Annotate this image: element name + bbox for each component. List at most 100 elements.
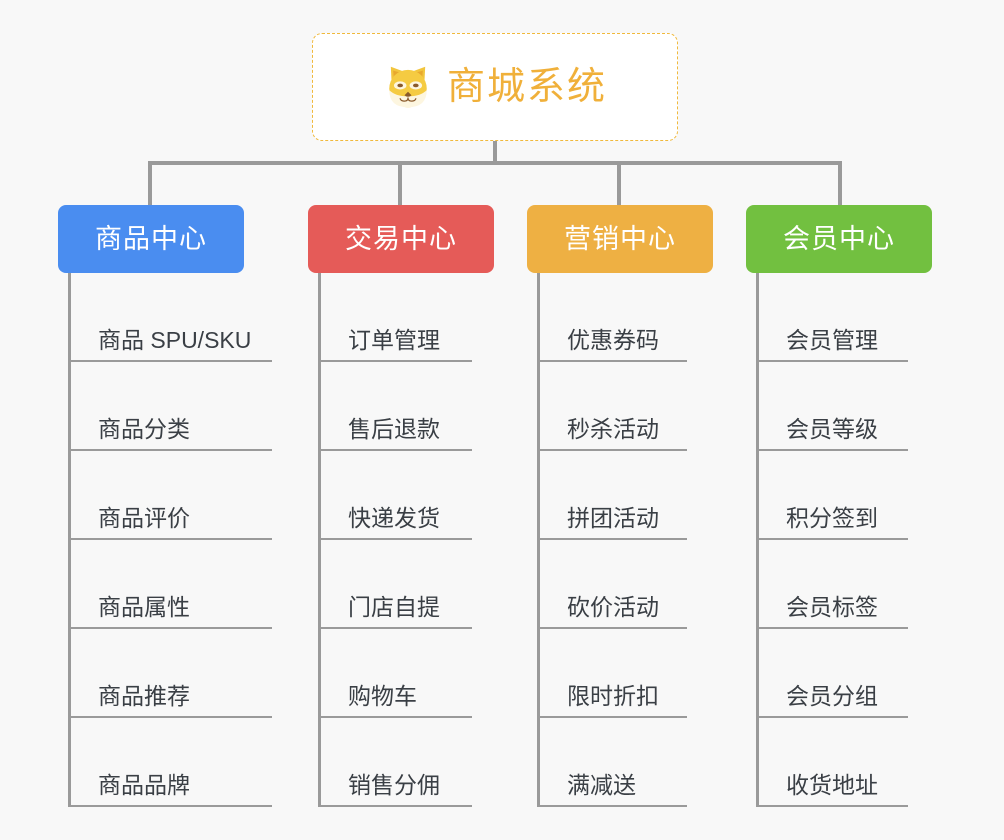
leaf-label[interactable]: 积分签到 [786,505,878,531]
connector-drop-0 [148,161,152,205]
leaf-label[interactable]: 快递发货 [348,505,440,531]
leaf-underline [318,538,472,540]
leaf-underline [68,449,272,451]
leaf-underline [318,627,472,629]
leaf-item: 快递发货 [318,451,538,540]
leaf-label[interactable]: 优惠券码 [567,327,659,353]
category-column-0: 商品中心 商品 SPU/SKU 商品分类 商品评价 商品属性 商品推荐 商品品牌 [58,205,288,807]
leaf-underline [537,716,687,718]
leaf-item: 商品分类 [68,362,288,451]
leaf-list-3: 会员管理 会员等级 积分签到 会员标签 会员分组 收货地址 [746,273,976,807]
category-header-3[interactable]: 会员中心 [746,205,932,273]
leaf-label[interactable]: 商品 SPU/SKU [98,327,252,353]
leaf-list-2: 优惠券码 秒杀活动 拼团活动 砍价活动 限时折扣 满减送 [527,273,757,807]
leaf-item: 会员管理 [756,273,976,362]
leaf-item: 会员等级 [756,362,976,451]
leaf-label[interactable]: 售后退款 [348,416,440,442]
leaf-label[interactable]: 门店自提 [348,594,440,620]
leaf-label[interactable]: 会员标签 [786,594,878,620]
leaf-label[interactable]: 销售分佣 [348,772,440,798]
leaf-underline [756,716,908,718]
category-header-2[interactable]: 营销中心 [527,205,713,273]
leaf-item: 会员分组 [756,629,976,718]
leaf-underline [537,449,687,451]
category-column-3: 会员中心 会员管理 会员等级 积分签到 会员标签 会员分组 收货地址 [746,205,976,807]
leaf-label[interactable]: 会员管理 [786,327,878,353]
leaf-underline [318,716,472,718]
leaf-item: 商品评价 [68,451,288,540]
leaf-underline [756,449,908,451]
leaf-item: 拼团活动 [537,451,757,540]
leaf-spine-3 [756,273,759,807]
leaf-underline [537,360,687,362]
leaf-label[interactable]: 商品属性 [98,594,190,620]
leaf-underline [68,360,272,362]
leaf-label[interactable]: 会员分组 [786,683,878,709]
leaf-label[interactable]: 商品评价 [98,505,190,531]
leaf-label[interactable]: 订单管理 [348,327,440,353]
leaf-spine-2 [537,273,540,807]
connector-horizontal-bus [148,161,842,165]
category-column-1: 交易中心 订单管理 售后退款 快递发货 门店自提 购物车 销售分佣 [308,205,538,807]
leaf-item: 砍价活动 [537,540,757,629]
leaf-item: 收货地址 [756,718,976,807]
leaf-label[interactable]: 拼团活动 [567,505,659,531]
leaf-item: 积分签到 [756,451,976,540]
root-node[interactable]: 商城系统 [312,33,678,141]
category-label-1: 交易中心 [345,223,457,254]
category-label-3: 会员中心 [783,223,895,254]
leaf-label[interactable]: 购物车 [348,683,417,709]
connector-drop-1 [398,161,402,205]
leaf-item: 限时折扣 [537,629,757,718]
connector-root-stem [493,141,497,164]
leaf-label[interactable]: 满减送 [567,772,636,798]
leaf-underline [318,449,472,451]
leaf-list-1: 订单管理 售后退款 快递发货 门店自提 购物车 销售分佣 [308,273,538,807]
category-label-2: 营销中心 [564,223,676,254]
leaf-label[interactable]: 砍价活动 [567,594,659,620]
leaf-spine-1 [318,273,321,807]
leaf-item: 销售分佣 [318,718,538,807]
leaf-item: 商品属性 [68,540,288,629]
leaf-item: 满减送 [537,718,757,807]
leaf-label[interactable]: 秒杀活动 [567,416,659,442]
leaf-item: 商品品牌 [68,718,288,807]
connector-drop-3 [838,161,842,205]
leaf-item: 订单管理 [318,273,538,362]
leaf-item: 购物车 [318,629,538,718]
leaf-underline [756,360,908,362]
leaf-list-0: 商品 SPU/SKU 商品分类 商品评价 商品属性 商品推荐 商品品牌 [58,273,288,807]
leaf-item: 秒杀活动 [537,362,757,451]
leaf-item: 商品推荐 [68,629,288,718]
leaf-underline [756,627,908,629]
leaf-label[interactable]: 商品推荐 [98,683,190,709]
leaf-label[interactable]: 商品分类 [98,416,190,442]
leaf-spine-0 [68,273,71,807]
leaf-underline [756,538,908,540]
shiba-inu-dog-face-icon [389,66,427,108]
leaf-item: 商品 SPU/SKU [68,273,288,362]
leaf-underline [68,805,272,807]
leaf-item: 售后退款 [318,362,538,451]
root-title: 商城系统 [446,66,607,108]
leaf-label[interactable]: 会员等级 [786,416,878,442]
category-column-2: 营销中心 优惠券码 秒杀活动 拼团活动 砍价活动 限时折扣 满减送 [527,205,757,807]
leaf-underline [68,716,272,718]
leaf-item: 优惠券码 [537,273,757,362]
leaf-underline [537,627,687,629]
leaf-item: 门店自提 [318,540,538,629]
leaf-underline [537,805,687,807]
leaf-underline [68,538,272,540]
category-header-1[interactable]: 交易中心 [308,205,494,273]
leaf-underline [318,805,472,807]
category-label-0: 商品中心 [95,223,207,254]
category-header-0[interactable]: 商品中心 [58,205,244,273]
leaf-label[interactable]: 商品品牌 [98,772,190,798]
leaf-label[interactable]: 限时折扣 [567,683,659,709]
leaf-underline [318,360,472,362]
leaf-label[interactable]: 收货地址 [786,772,878,798]
leaf-underline [68,627,272,629]
leaf-underline [756,805,908,807]
leaf-item: 会员标签 [756,540,976,629]
